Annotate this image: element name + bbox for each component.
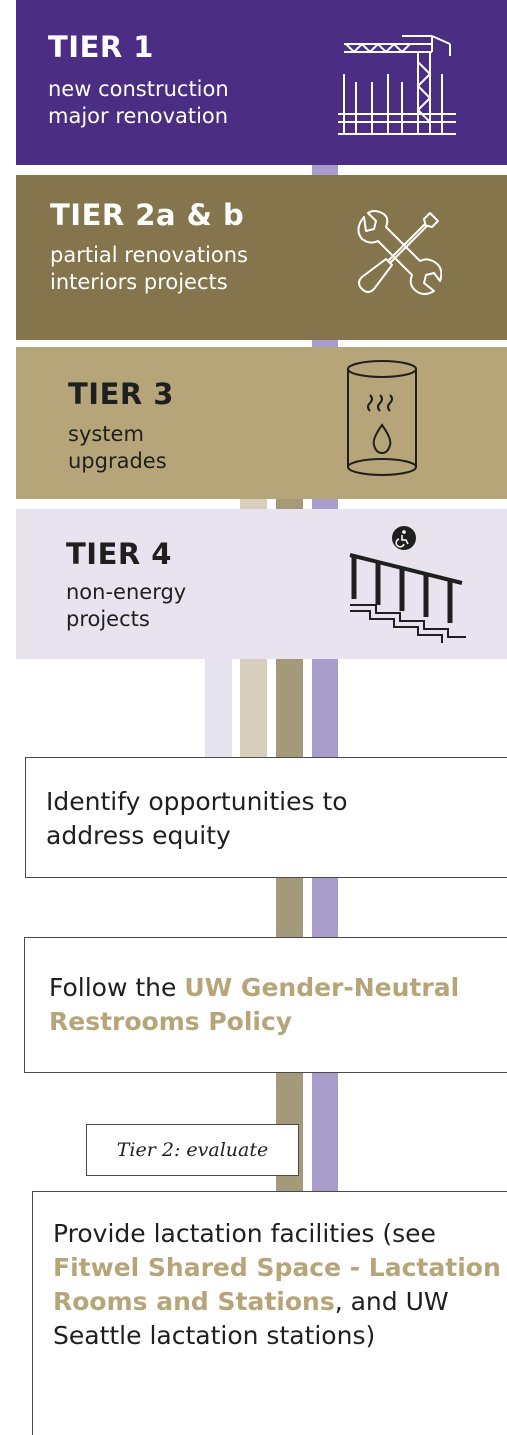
tier-1-title: TIER 1 xyxy=(48,30,154,64)
lactation-step-suffix: , and UW Seattle lactation stations) xyxy=(53,1287,449,1350)
tier-4-description: non-energy projects xyxy=(66,580,187,631)
tier-2-card: TIER 2a & b partial renovations interior… xyxy=(16,175,507,340)
lactation-step-text: Provide lactation facilities (see Fitwel… xyxy=(53,1217,503,1353)
tier-2-evaluate-note: Tier 2: evaluate xyxy=(86,1124,299,1176)
tier-3-title: TIER 3 xyxy=(68,377,174,411)
gender-neutral-restrooms-link[interactable]: UW Gender-Neutral Restrooms Policy xyxy=(49,973,460,1036)
tier-1-card: TIER 1 new construction major renovation xyxy=(16,0,507,165)
restroom-step-text: Follow the UW Gender-Neutral Restrooms P… xyxy=(49,971,489,1039)
tier4-connector xyxy=(205,650,232,770)
accessible-stair-railing-icon xyxy=(349,526,466,643)
tier-4-title: TIER 4 xyxy=(66,537,172,571)
restroom-step-box: Follow the UW Gender-Neutral Restrooms P… xyxy=(24,937,507,1073)
wrench-screwdriver-icon xyxy=(357,210,442,295)
tier-3-card: TIER 3 system upgrades xyxy=(16,347,507,499)
tier-2-description: partial renovations interiors projects xyxy=(50,243,248,294)
equity-step-box: Identify opportunities to address equity xyxy=(25,757,507,878)
construction-crane-icon xyxy=(338,35,456,135)
equity-step-text: Identify opportunities to address equity xyxy=(46,787,348,850)
tier-3-description: system upgrades xyxy=(68,422,167,473)
tier-1-description: new construction major renovation xyxy=(48,77,229,128)
lactation-step-box: Provide lactation facilities (see Fitwel… xyxy=(32,1191,507,1435)
fitwel-lactation-link[interactable]: Fitwel Shared Space - Lactation Rooms an… xyxy=(53,1253,501,1316)
water-heater-icon xyxy=(347,360,417,476)
tier-4-card: TIER 4 non-energy projects xyxy=(16,509,507,659)
lactation-step-prefix: Provide lactation facilities (see xyxy=(53,1219,436,1248)
tier-2-title: TIER 2a & b xyxy=(50,198,245,232)
restroom-step-prefix: Follow the xyxy=(49,973,185,1002)
